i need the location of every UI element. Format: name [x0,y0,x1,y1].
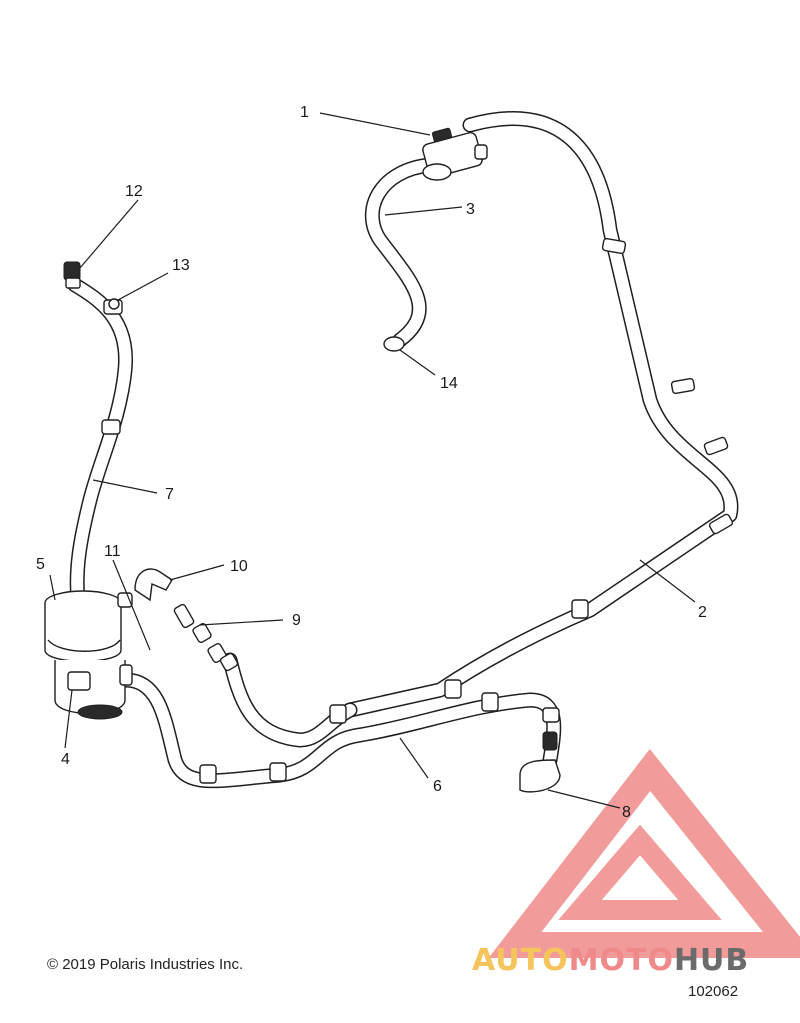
callout-13: 13 [172,257,190,274]
callout-10: 10 [230,558,248,575]
filter-part-9 [173,603,239,672]
callout-14: 14 [440,375,458,392]
watermark-logo-triangle [488,748,800,958]
copyright-notice: © 2019 Polaris Industries Inc. [47,956,244,973]
callout-7: 7 [165,486,174,503]
callout-3: 3 [466,201,475,218]
watermark-wordmark: AUTOMOTOHUB [472,943,749,978]
watermark-word-auto: AUTO [472,943,569,978]
valve-part-1 [422,127,488,181]
hose-6 [117,672,562,789]
fitting-part-13 [108,298,120,310]
callout-2: 2 [698,604,707,621]
canister-part-5 [44,590,122,662]
fitting-part-8 [519,707,561,793]
leader-lines [49,112,696,809]
watermark-word-moto: MOTO [569,943,674,978]
fitting-part-12 [63,261,81,289]
callout-5: 5 [36,556,45,573]
callout-4: 4 [61,751,70,768]
svg-text:AUTOMOTOHUB: AUTOMOTOHUB [472,943,749,978]
hose-3 [364,157,438,348]
hose-2 [342,111,739,718]
canister-part-4 [54,660,133,720]
callout-12: 12 [125,183,143,200]
callout-11: 11 [104,543,121,560]
elbow-part-10 [134,568,173,602]
callout-6: 6 [433,778,442,795]
callout-1: 1 [300,104,309,121]
callout-9: 9 [292,612,301,629]
document-number: 102062 [688,983,739,1000]
callouts: 1 2 3 4 5 6 7 8 9 10 11 12 13 14 [36,104,707,821]
clamp-part-14 [383,336,405,352]
watermark-word-hub: HUB [674,943,749,978]
hose-7 [67,277,134,608]
hose-9-branch [222,652,358,748]
callout-8: 8 [622,804,631,821]
